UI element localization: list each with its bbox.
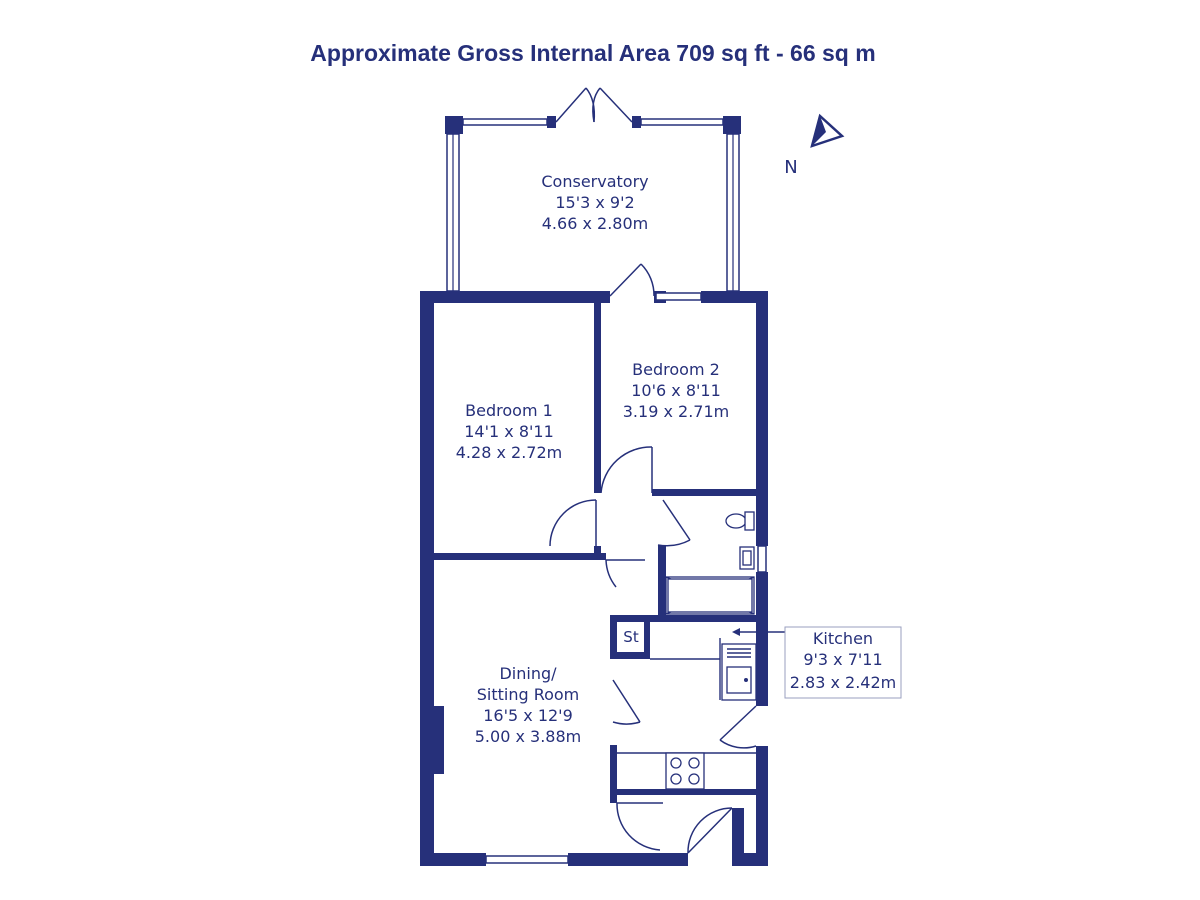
- door-bedroom1-icon: [549, 499, 597, 547]
- door-conservatory-icon: [609, 263, 655, 297]
- french-doors-icon: [555, 87, 633, 123]
- door-kitchen-icon: [612, 679, 641, 725]
- store-label: St: [623, 628, 639, 646]
- door-bedroom2-icon: [600, 446, 653, 494]
- dining-name-line1: Dining/: [499, 664, 557, 683]
- north-arrow-icon: [810, 113, 845, 148]
- bedroom1-metric: 4.28 x 2.72m: [456, 443, 562, 462]
- main-windows: [485, 292, 767, 864]
- kitchen-imperial: 9'3 x 7'11: [803, 650, 882, 669]
- conservatory-name: Conservatory: [541, 172, 648, 191]
- toilet-icon: [725, 511, 755, 531]
- door-dining-icon: [605, 559, 645, 588]
- dining-imperial: 16'5 x 12'9: [483, 706, 573, 725]
- hob-icon: [665, 752, 705, 790]
- bedroom1-imperial: 14'1 x 8'11: [464, 422, 554, 441]
- door-bathroom-icon: [657, 499, 691, 547]
- shower-tray-icon: [665, 576, 755, 615]
- compass-label: N: [784, 157, 797, 178]
- bedroom2-imperial: 10'6 x 8'11: [631, 381, 721, 400]
- sink-icon: [721, 643, 757, 701]
- door-kitchen-right-icon: [719, 705, 757, 749]
- bedroom2-metric: 3.19 x 2.71m: [623, 402, 729, 421]
- bedroom1-name: Bedroom 1: [465, 401, 553, 420]
- kitchen-label-pointer: [732, 626, 902, 699]
- conservatory-metric: 4.66 x 2.80m: [542, 214, 648, 233]
- conservatory-imperial: 15'3 x 9'2: [555, 193, 634, 212]
- plan-title: Approximate Gross Internal Area 709 sq f…: [310, 40, 875, 66]
- dining-name-line2: Sitting Room: [477, 685, 580, 704]
- bedroom2-name: Bedroom 2: [632, 360, 720, 379]
- kitchen-name: Kitchen: [813, 629, 873, 648]
- outer-walls: [420, 291, 768, 866]
- dining-metric: 5.00 x 3.88m: [475, 727, 581, 746]
- door-lobby-icon: [616, 802, 663, 851]
- conservatory-walls: [445, 116, 741, 134]
- internal-walls: [434, 303, 756, 853]
- door-entrance-icon: [687, 807, 733, 854]
- basin-icon: [739, 546, 755, 570]
- kitchen-metric: 2.83 x 2.42m: [790, 673, 896, 692]
